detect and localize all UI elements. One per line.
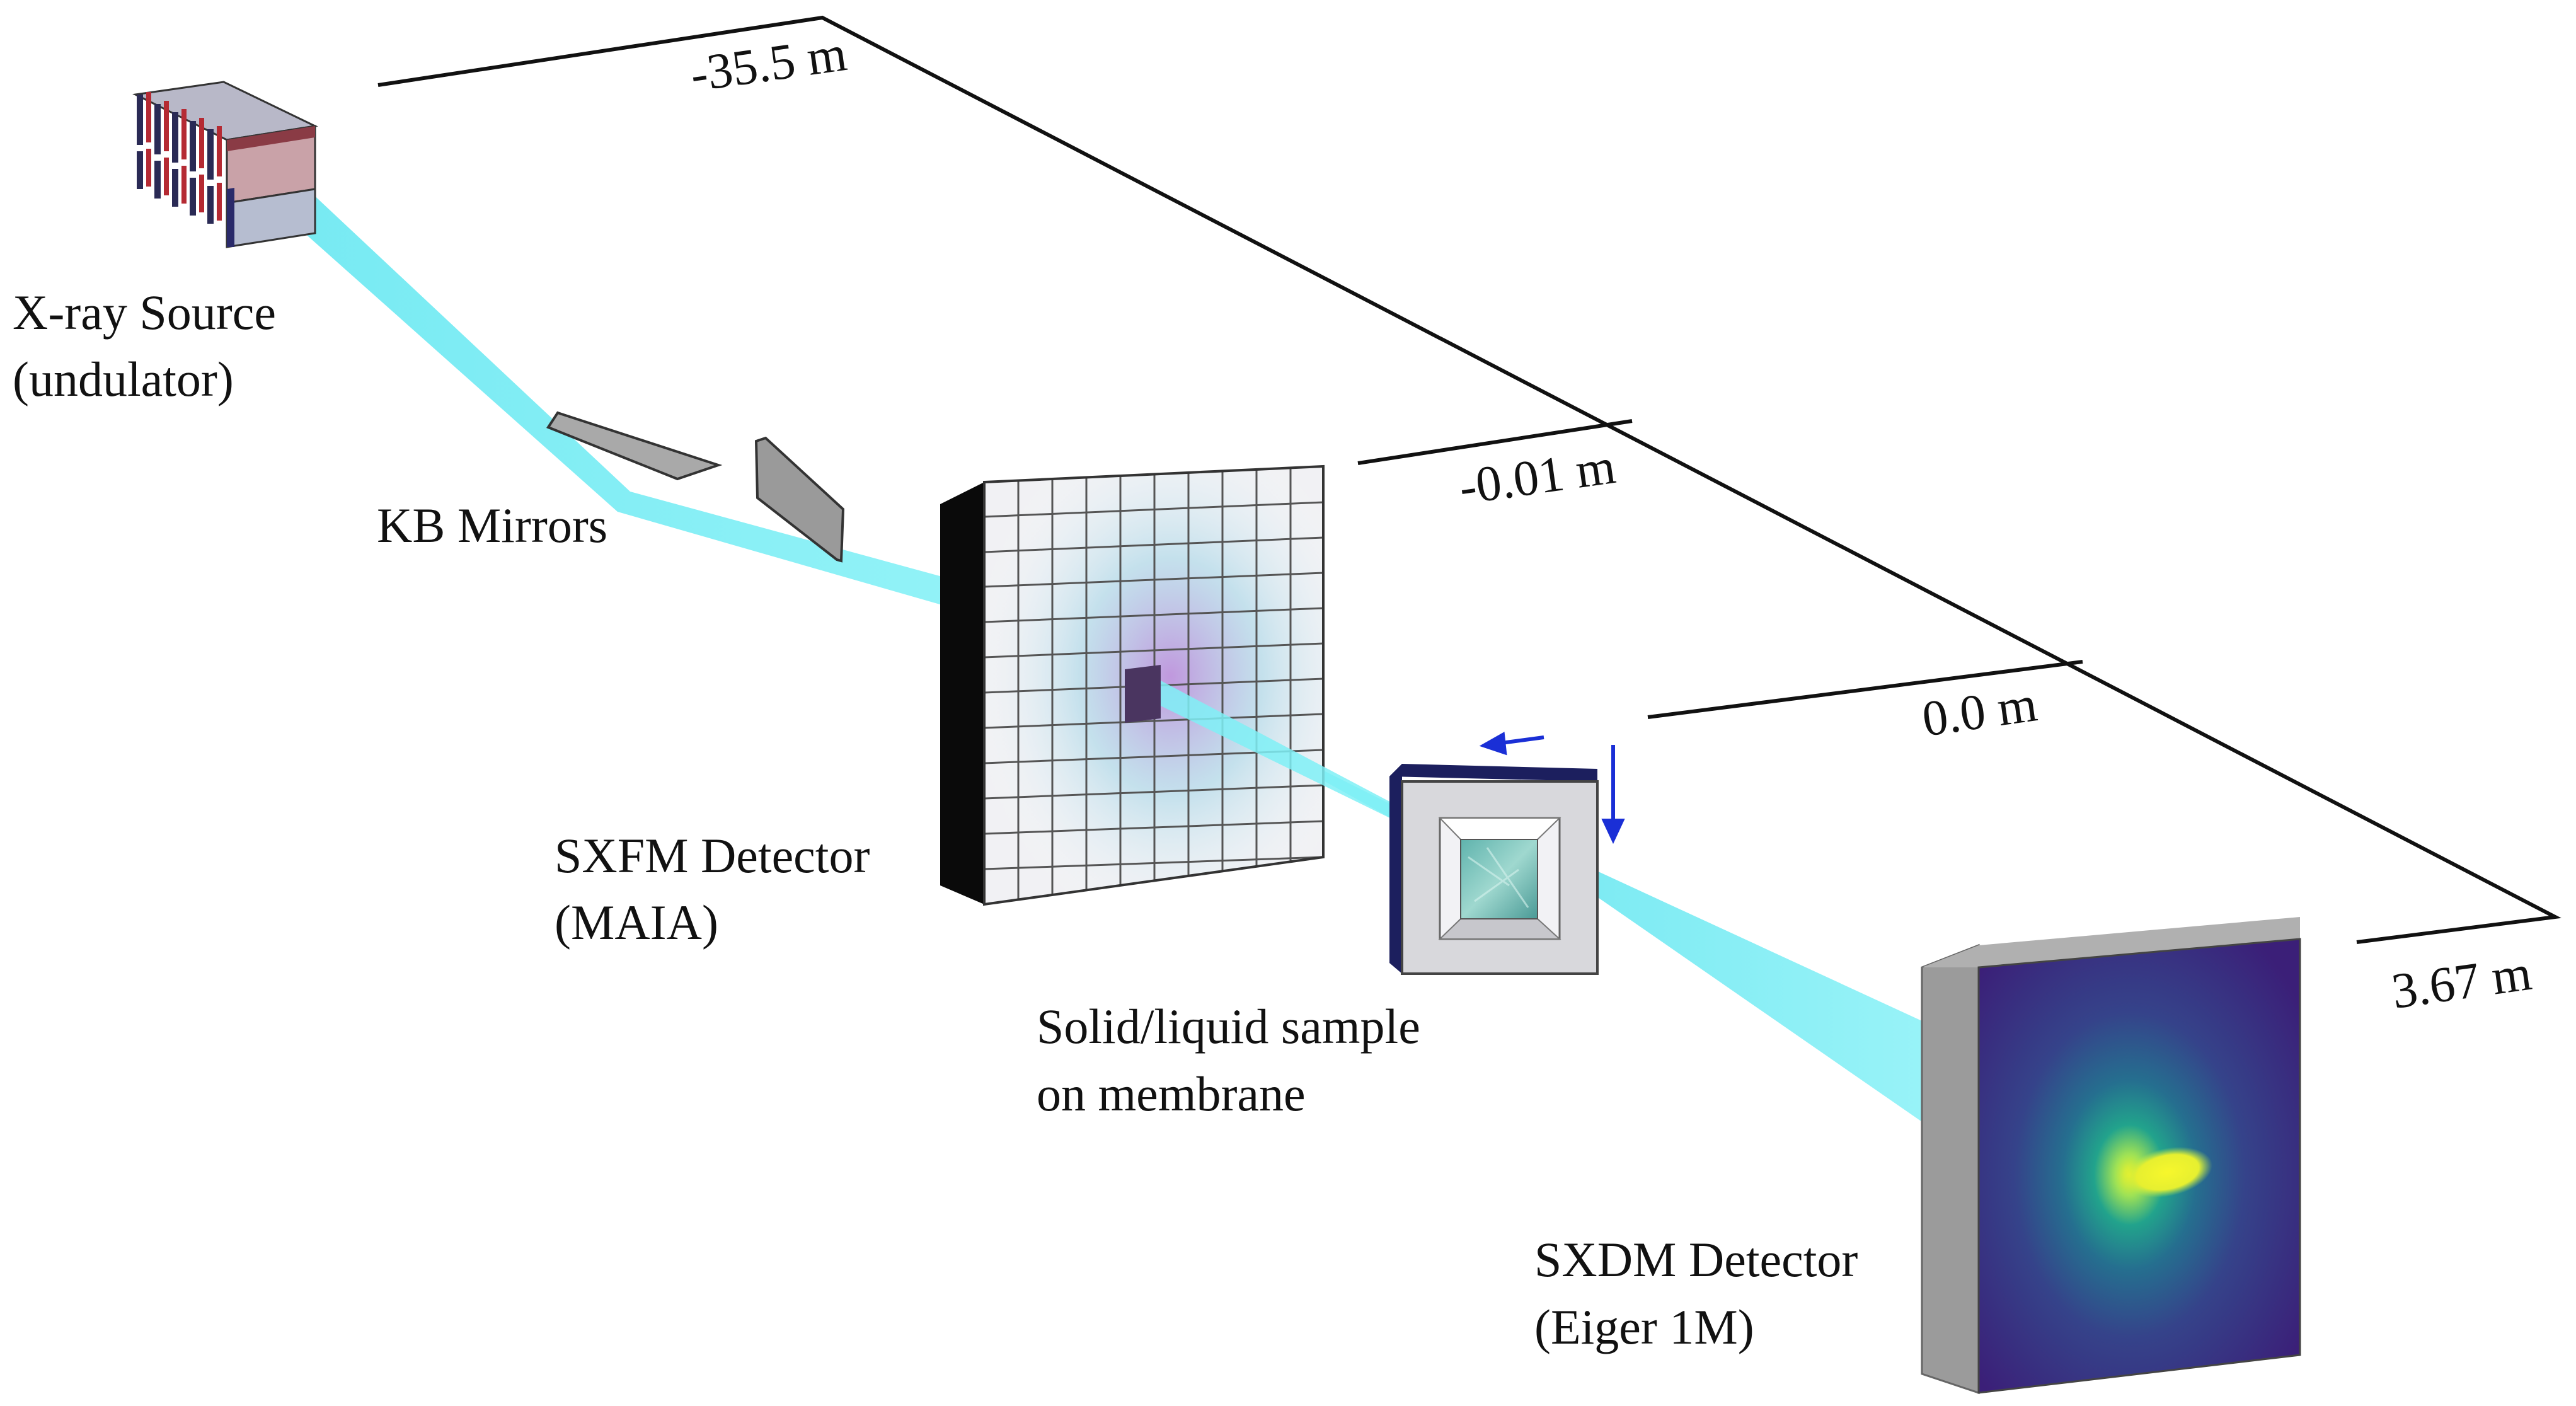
label-sxfm-1: SXFM Detector [555,828,870,883]
label-sxdm-1: SXDM Detector [1534,1232,1858,1287]
distance-sxfm: -0.01 m [1456,439,1619,516]
scan-arrows [1479,732,1625,844]
label-source-2: (undulator) [13,352,234,406]
label-sample-1: Solid/liquid sample [1037,999,1420,1054]
distance-scale [377,15,2562,944]
label-sample-2: on membrane [1037,1066,1306,1121]
label-sxdm-2: (Eiger 1M) [1534,1299,1754,1354]
distance-sxdm: 3.67 m [2388,945,2534,1020]
label-source-1: X-ray Source [13,285,276,340]
sample-holder [1389,764,1599,975]
maia-detector [940,464,1405,906]
kb-mirrors [546,411,845,563]
distance-source: -35.5 m [687,26,850,103]
undulator-source [132,81,318,248]
eiger-detector [1921,917,2301,1395]
distance-sample: 0.0 m [1919,676,2040,747]
label-kb-mirrors: KB Mirrors [377,498,607,553]
label-sxfm-2: (MAIA) [555,895,718,950]
